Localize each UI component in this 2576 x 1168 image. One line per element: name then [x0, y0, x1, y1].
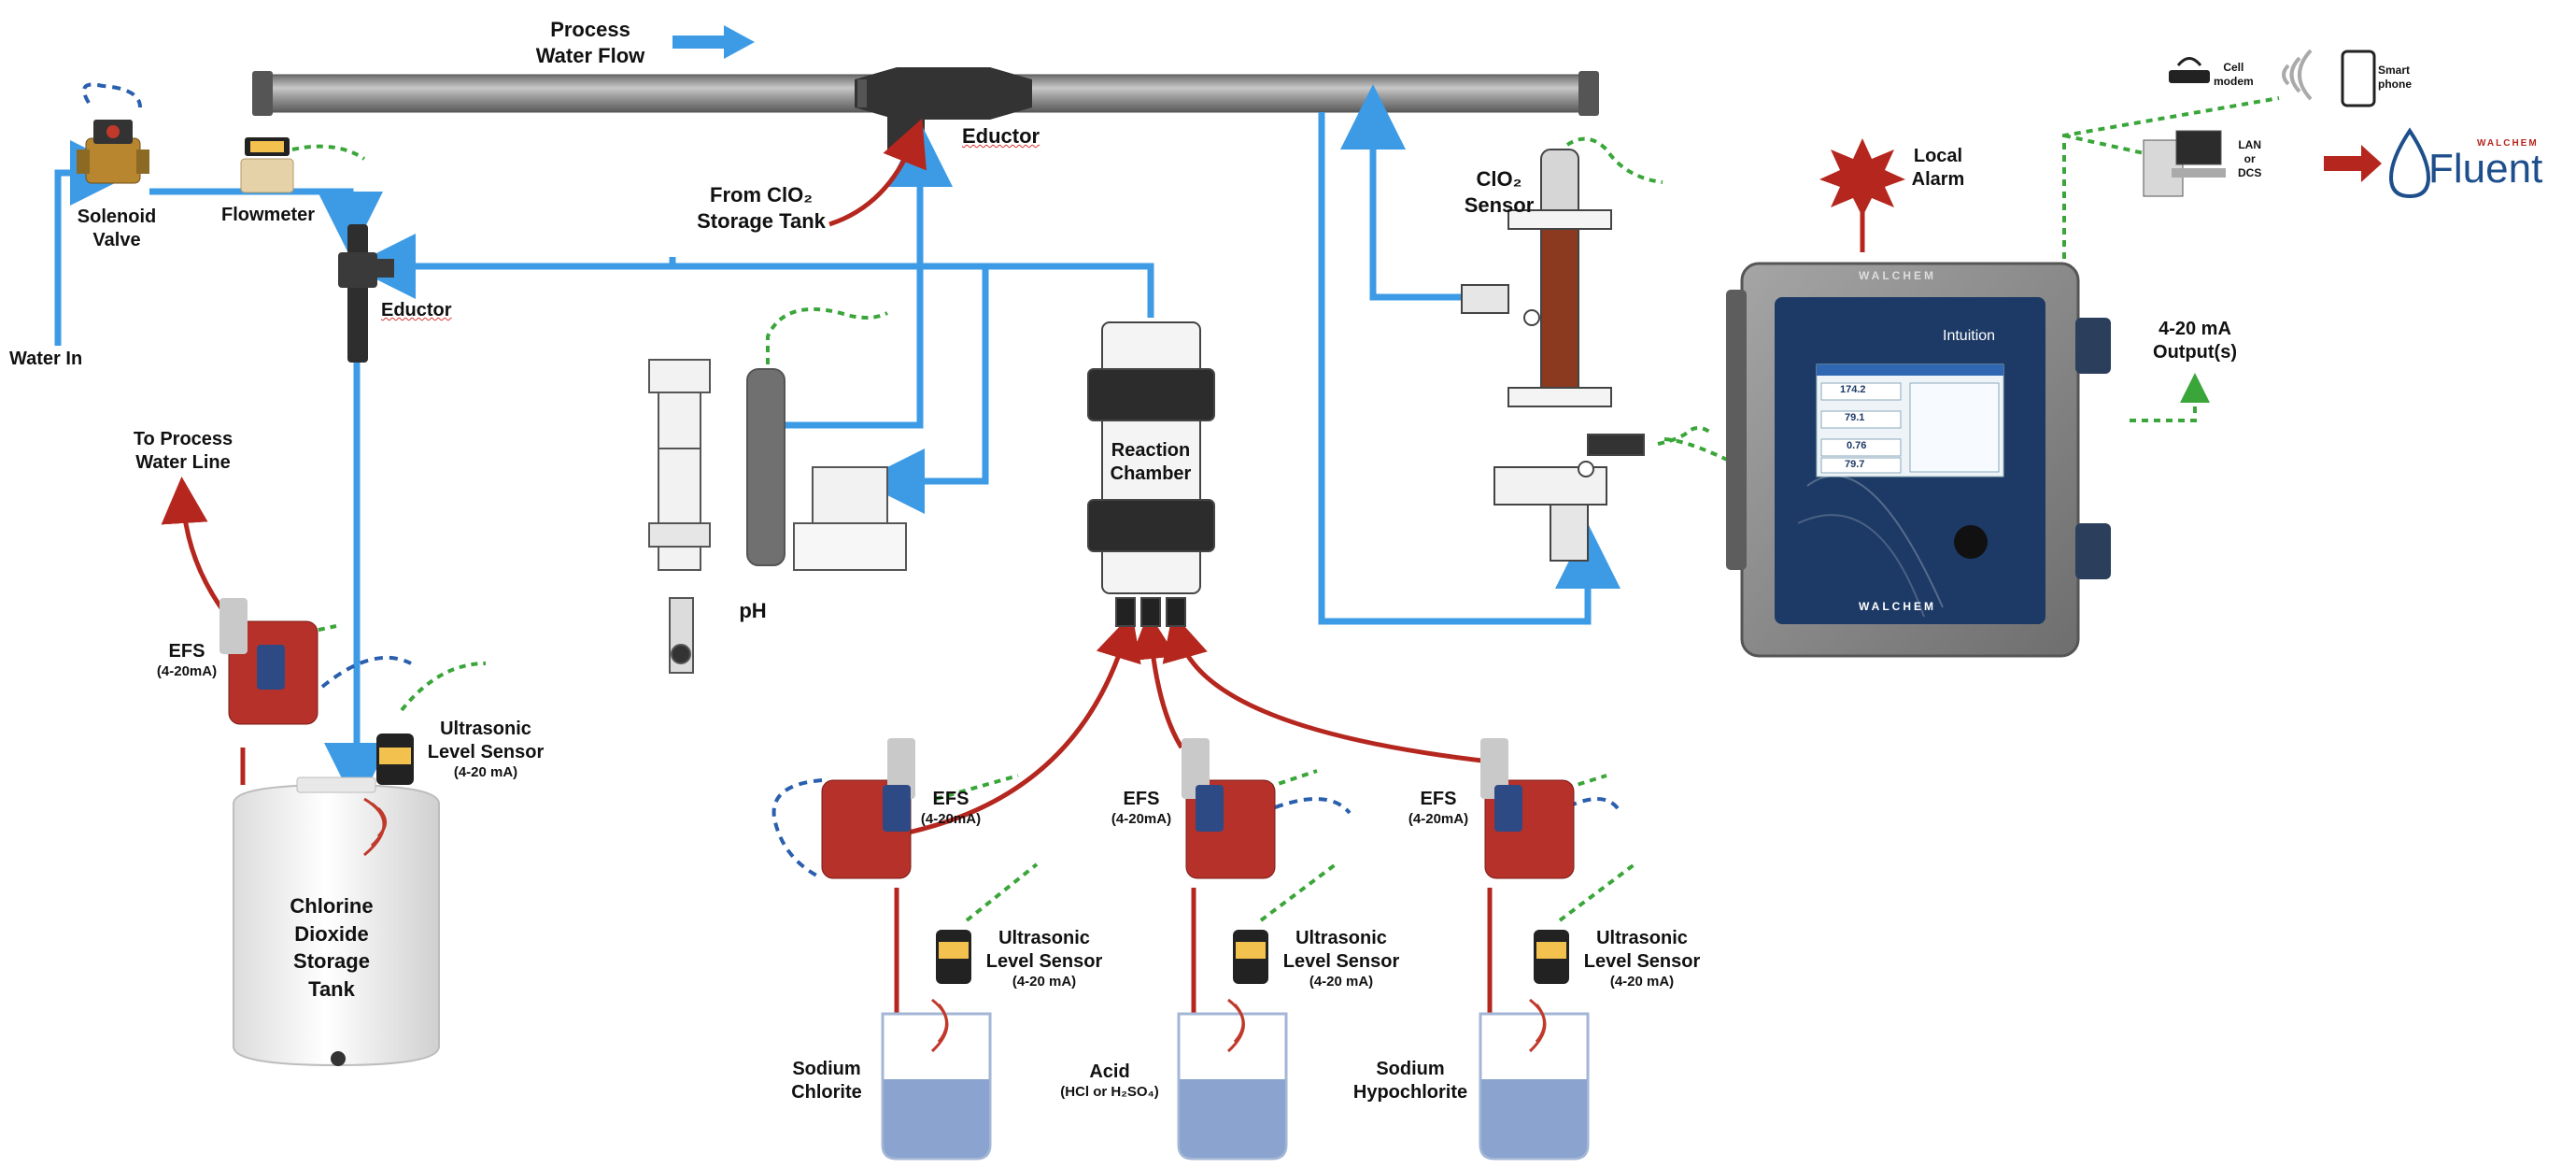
cloud-arrow: [2324, 145, 2382, 182]
efs-pump-1: [821, 738, 915, 879]
controller-product-name: Intuition: [1943, 328, 1996, 344]
label-flowmeter: Flowmeter: [220, 205, 316, 225]
chemical-tank-1: [881, 998, 992, 1161]
eductor-left-fitting: [338, 224, 394, 363]
screen-value-4: 79.7: [1845, 459, 1865, 470]
label-acid: Acid(HCl or H₂SO₄): [1060, 1061, 1159, 1100]
reaction-chamber-graphic: [1087, 321, 1215, 627]
label-efs-3: EFS(4-20mA): [1408, 789, 1469, 827]
chemical-tank-2: [1177, 998, 1288, 1161]
label-eductor-top: Eductor: [962, 124, 1040, 148]
label-ph: pH: [739, 599, 767, 622]
alarm-icon: [1819, 138, 1905, 217]
chemical-tank-3: [1479, 998, 1590, 1161]
efs-pump-2: [1182, 738, 1276, 879]
ultrasonic-sensor-main: [376, 734, 414, 785]
screen-value-1: 174.2: [1840, 384, 1866, 395]
smartphone-icon: [2341, 50, 2376, 107]
label-efs-1: EFS(4-20mA): [920, 789, 982, 827]
ph-sensor-assembly: [648, 359, 907, 674]
controller-enclosure: [1726, 262, 2111, 658]
label-eductor-left: Eductor: [381, 300, 452, 320]
water-lines: [54, 84, 1621, 808]
flowmeter-device: [240, 137, 294, 193]
efs-pump-3: [1480, 738, 1575, 879]
label-efs-2: EFS(4-20mA): [1111, 789, 1172, 827]
controller-brand-top: WALCHEM: [1859, 269, 1936, 282]
controller-brand-bottom: WALCHEM: [1859, 600, 1936, 613]
flow-direction-arrow: [672, 25, 755, 59]
cell-modem-icon: [2169, 57, 2210, 83]
ultrasonic-sensor-1: [936, 930, 971, 984]
wireless-signal-icon: [2282, 49, 2313, 101]
fluent-drop-icon: [2388, 127, 2431, 199]
clo2-sensor-assembly: [1461, 149, 1645, 562]
screen-value-3: 0.76: [1847, 440, 1867, 451]
fluent-logo: WALCHEM Fluent: [2428, 138, 2543, 192]
pump-cables: [82, 82, 1622, 880]
solenoid-valve: [77, 120, 149, 184]
label-efs-main: EFS(4-20mA): [156, 641, 218, 679]
ultrasonic-sensor-2: [1233, 930, 1268, 984]
screen-value-2: 79.1: [1845, 412, 1865, 423]
label-water-in: Water In: [9, 349, 83, 369]
lan-computer-icon: [2143, 130, 2226, 197]
efs-pump-main: [219, 598, 318, 725]
ultrasonic-sensor-3: [1534, 930, 1569, 984]
storage-tank-graphic: [233, 776, 440, 1067]
